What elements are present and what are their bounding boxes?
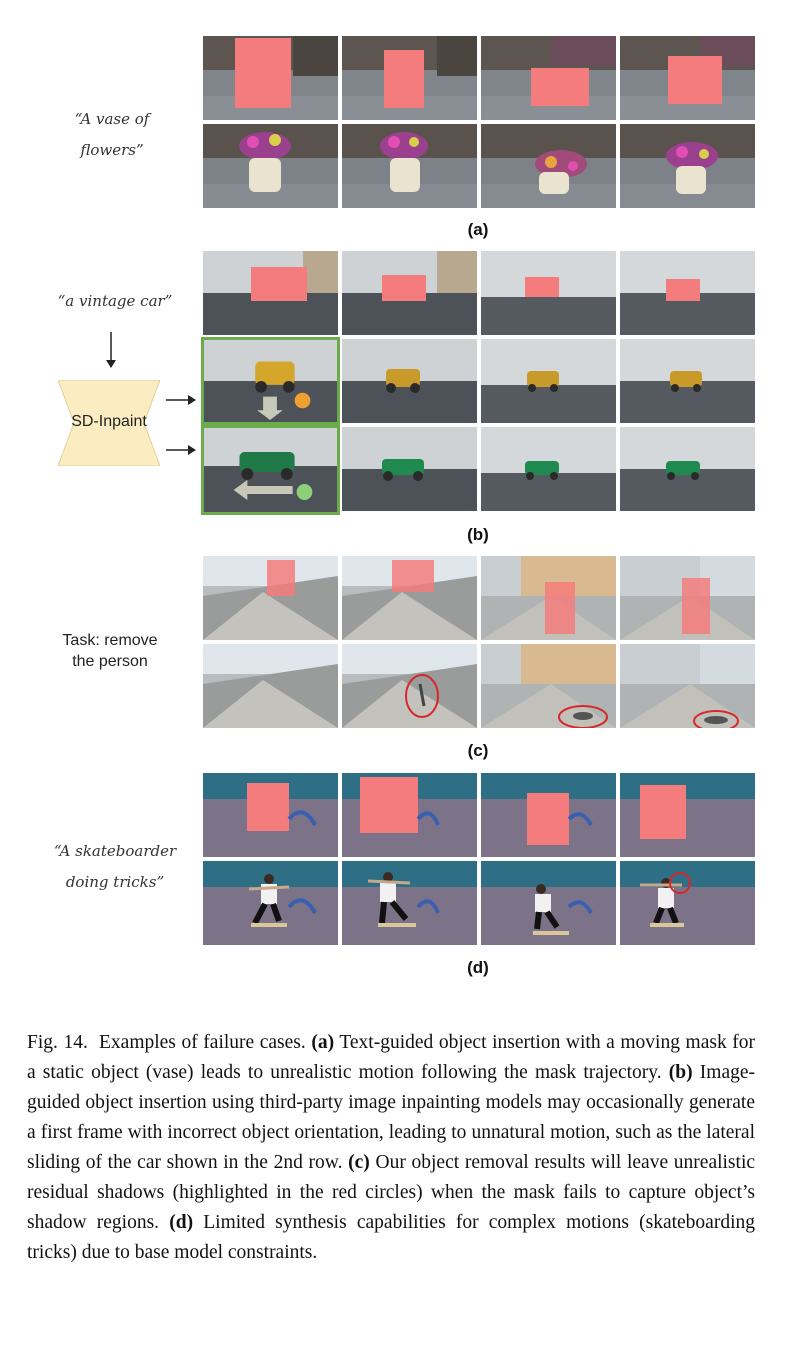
panel-b-frame-r1c3 (481, 251, 616, 335)
caption-b-text: Image-guided object insertion using thir… (27, 1062, 756, 1173)
panel-d-prompt-line1: “A skateboarder (53, 842, 177, 860)
panel-d-frame-r1c2 (342, 773, 477, 857)
figure-caption: Fig. 14. Examples of failure cases. (a) … (27, 1028, 755, 1268)
mask-rect (384, 50, 424, 108)
panel-c-frame-r1c2 (342, 556, 477, 640)
frown-emoji-icon (294, 392, 311, 409)
mask-rect (666, 279, 700, 301)
panel-d-frame-r1c4 (620, 773, 755, 857)
caption-fig-label: Fig. 14. (27, 1032, 88, 1053)
panel-c-task: Task: remove the person (40, 630, 180, 672)
panel-d-prompt: “A skateboarder doing tricks” (30, 836, 200, 898)
panel-a-frame-r1c1 (203, 36, 338, 120)
mask-rect (545, 582, 575, 634)
panel-d-frame-r1c1 (203, 773, 338, 857)
panel-c-frame-r1c4 (620, 556, 755, 640)
panel-c-label: (c) (467, 741, 489, 760)
panel-d-label: (d) (467, 958, 489, 977)
caption-c-tag: (c) (348, 1152, 370, 1173)
panel-a-frame-r1c2 (342, 36, 477, 120)
panel-d-prompt-line2: doing tricks” (65, 873, 165, 891)
mask-rect (640, 785, 686, 839)
panel-a-frame-r2c4 (620, 124, 755, 208)
panel-b-frame-r2c2 (342, 339, 477, 423)
panel-d-frame-r2c2 (342, 861, 477, 945)
panel-d-frame-r2c3 (481, 861, 616, 945)
panel-a-prompt-line1: “A vase of (74, 110, 150, 128)
panel-b-frame-r2c3 (481, 339, 616, 423)
panel-a-frame-r2c1 (203, 124, 338, 208)
sd-inpaint-label: SD-Inpaint (71, 413, 147, 430)
panel-b-frame-r3c2 (342, 427, 477, 511)
mask-rect (668, 56, 722, 104)
arrow-right-icon (166, 393, 196, 405)
panel-b-frame-r1c2 (342, 251, 477, 335)
caption-d-text: Limited synthesis capabilities for compl… (27, 1212, 756, 1263)
panel-c-frame-r1c1 (203, 556, 338, 640)
panel-c-frame-r1c3 (481, 556, 616, 640)
panel-a-prompt-line2: flowers” (80, 141, 144, 159)
mask-rect (392, 560, 434, 592)
panel-b-frame-r2c4 (620, 339, 755, 423)
mask-rect (527, 793, 569, 845)
mask-rect (682, 578, 710, 634)
mask-rect (267, 560, 295, 596)
panel-b-frame-r1c1 (203, 251, 338, 335)
panel-c-frame-r2c3 (481, 644, 616, 728)
panel-c-task-line2: the person (72, 653, 148, 670)
mask-rect (247, 783, 289, 831)
smile-emoji-icon (296, 484, 313, 500)
panel-a-frame-r1c4 (620, 36, 755, 120)
panel-b-label: (b) (467, 525, 489, 544)
mask-rect (525, 277, 559, 297)
mask-rect (235, 38, 291, 108)
panel-c-task-line1: Task: remove (62, 632, 158, 649)
mask-rect (531, 68, 589, 106)
panel-a-frame-r1c3 (481, 36, 616, 120)
arrow-down-icon (104, 332, 118, 368)
panel-a-label: (a) (467, 220, 489, 239)
mask-rect (251, 267, 307, 301)
red-circle-highlight (669, 872, 691, 894)
caption-a-tag: (a) (311, 1032, 335, 1053)
panel-b-frame-r1c4 (620, 251, 755, 335)
sd-inpaint-box: SD-Inpaint (57, 379, 161, 467)
mask-rect (382, 275, 426, 301)
panel-c-frame-r2c2 (342, 644, 477, 728)
panel-b-prompt: “a vintage car” (57, 292, 173, 310)
caption-b-tag: (b) (668, 1062, 693, 1083)
panel-c-frame-r2c4 (620, 644, 755, 728)
panel-b-frame-r2c1 (201, 337, 340, 425)
red-circle-highlight (693, 710, 739, 728)
caption-a-text: Text-guided object insertion with a movi… (27, 1032, 756, 1083)
caption-intro: Examples of failure cases. (99, 1032, 306, 1053)
caption-d-tag: (d) (169, 1212, 194, 1233)
panel-d-frame-r1c3 (481, 773, 616, 857)
panel-b-frame-r3c1 (201, 425, 340, 515)
mask-rect (360, 777, 418, 833)
panel-a-frame-r2c2 (342, 124, 477, 208)
panel-a-prompt: “A vase of flowers” (42, 104, 182, 166)
panel-d-frame-r2c1 (203, 861, 338, 945)
panel-b-frame-r3c4 (620, 427, 755, 511)
red-circle-highlight (558, 705, 608, 728)
panel-d-frame-r2c4 (620, 861, 755, 945)
red-circle-highlight (405, 674, 439, 718)
panel-b-frame-r3c3 (481, 427, 616, 511)
panel-c-frame-r2c1 (203, 644, 338, 728)
caption-c-text: Our object removal results will leave un… (27, 1152, 756, 1233)
panel-a-frame-r2c3 (481, 124, 616, 208)
arrow-right-icon (166, 443, 196, 455)
